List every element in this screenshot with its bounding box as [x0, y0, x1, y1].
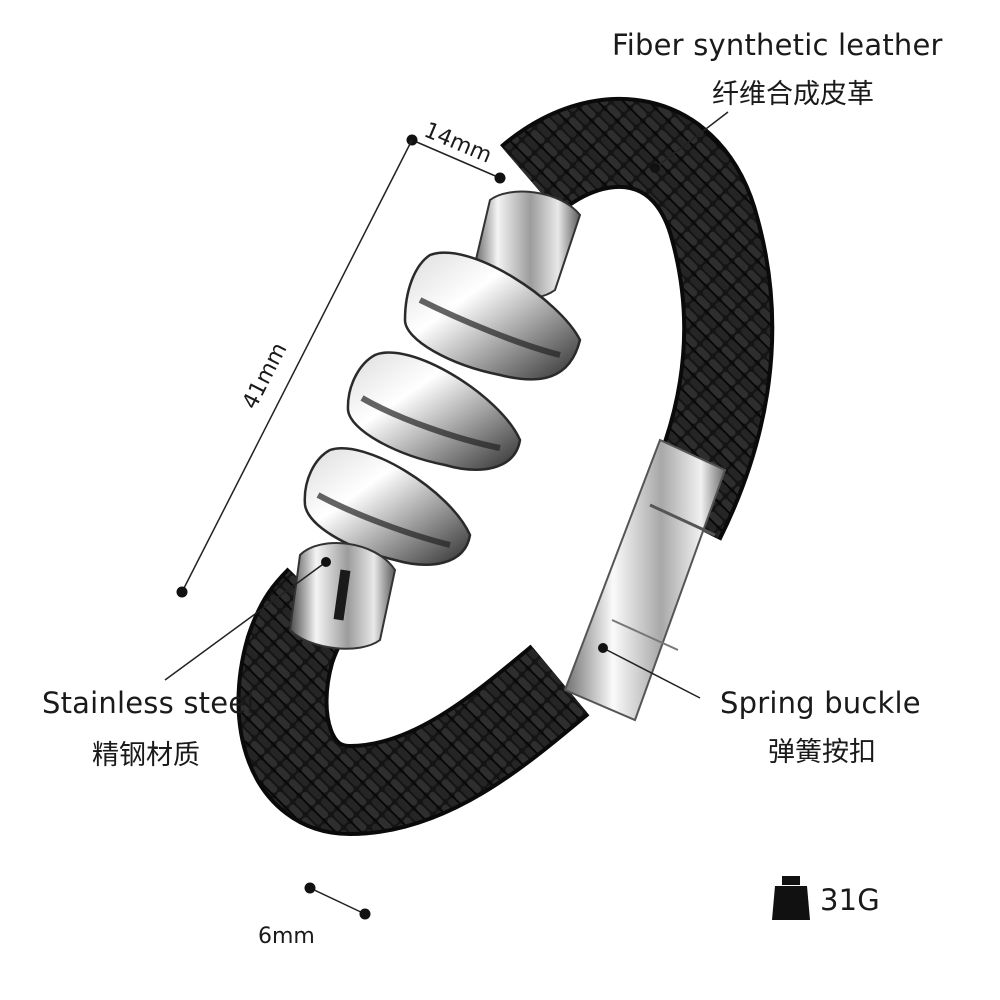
- spring-buckle: [563, 438, 727, 722]
- leather-label-cn: 纤维合成皮革: [712, 79, 874, 110]
- dimension-thickness: [304, 882, 371, 920]
- leader-leather: [650, 111, 729, 173]
- buckle-label-cn: 弹簧按扣: [768, 737, 876, 768]
- buckle-label-en: Spring buckle: [720, 686, 921, 720]
- leader-buckle: [598, 643, 701, 699]
- thickness-dimension-label: 6mm: [258, 924, 315, 949]
- weight-value: 31G: [820, 883, 880, 917]
- leather-label-en: Fiber synthetic leather: [612, 28, 943, 62]
- steel-ornament: [288, 190, 582, 650]
- steel-label-en: Stainless steel: [42, 686, 255, 720]
- dimension-length: [176, 139, 413, 598]
- leader-steel: [164, 557, 331, 681]
- steel-label-cn: 精钢材质: [92, 740, 200, 771]
- weight-icon: [772, 876, 810, 920]
